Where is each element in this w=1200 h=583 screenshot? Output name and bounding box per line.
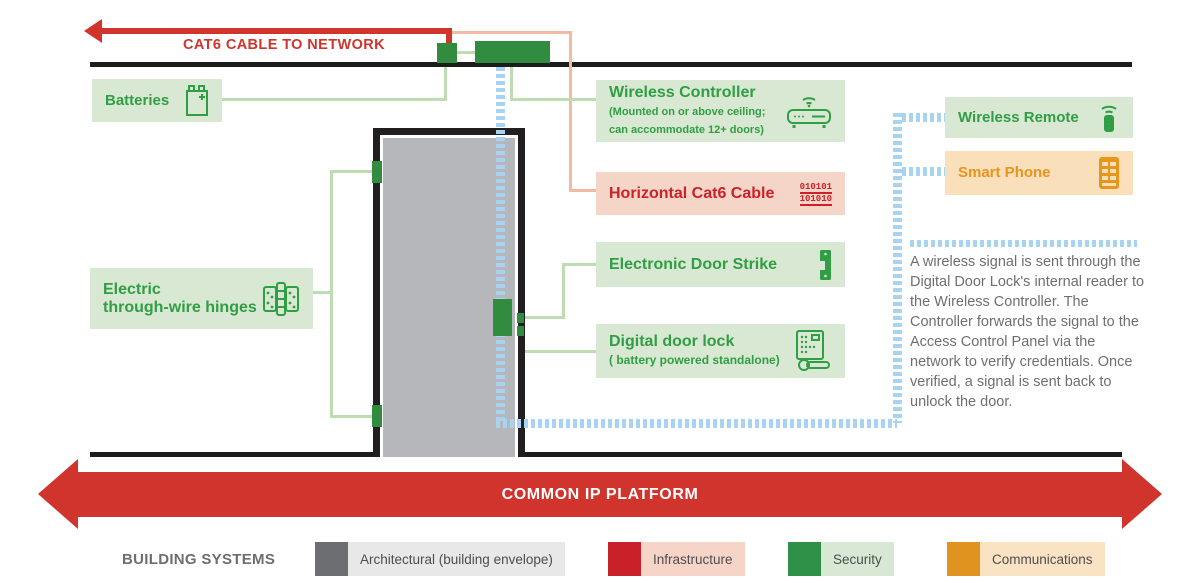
wire-battery-horizontal	[222, 98, 447, 101]
legend-swatch-architectural	[315, 542, 348, 576]
legend-label-security: Security	[833, 551, 882, 567]
legend-swatch-security	[788, 542, 821, 576]
wire-controller-horizontal	[510, 98, 596, 101]
smart-phone-box: Smart Phone	[945, 151, 1133, 195]
door-lock-label: Digital door lock	[609, 333, 735, 350]
legend-item-communications: Communications	[947, 542, 1105, 576]
platform-arrow-label: COMMON IP PLATFORM	[501, 485, 699, 503]
cat6-cable-box: Horizontal Cat6 Cable 010101 101010	[596, 172, 845, 215]
legend-label-infrastructure: Infrastructure	[653, 551, 733, 567]
door-lock-sublabel: ( battery powered standalone)	[609, 353, 780, 367]
wireless-controller-label: Wireless Controller	[609, 84, 756, 101]
door-strike-icon	[819, 249, 832, 281]
smart-phone-label: Smart Phone	[958, 164, 1051, 181]
batteries-label: Batteries	[105, 91, 170, 109]
legend-title: BUILDING SYSTEMS	[122, 551, 276, 568]
door-strike-label: Electronic Door Strike	[609, 255, 778, 273]
wire-hinge-top	[330, 170, 373, 173]
ceiling-line	[90, 62, 1132, 67]
signal-phone-stub	[902, 167, 945, 176]
note-divider	[910, 240, 1137, 247]
wireless-remote-icon	[1098, 102, 1120, 134]
wireless-controller-box: Wireless Controller (Mounted on or above…	[596, 80, 845, 142]
wire-battery-vertical	[444, 67, 447, 101]
legend-item-infrastructure: Infrastructure	[608, 542, 745, 576]
wireless-controller-device	[475, 41, 550, 63]
door-lock-hardware	[493, 299, 512, 336]
binary-code-icon: 010101 101010	[799, 181, 832, 206]
wire-strike-to-box	[562, 263, 596, 266]
wire-hinge-bottom	[330, 415, 373, 418]
cat6-arrow-label: CAT6 CABLE TO NETWORK	[183, 37, 385, 53]
wire-lock-to-box	[512, 350, 596, 353]
platform-arrowhead-right-icon	[1122, 459, 1162, 529]
wire-hinge-vertical	[330, 170, 333, 418]
door-lock-box: Digital door lock ( battery powered stan…	[596, 324, 845, 378]
legend-item-security: Security	[788, 542, 894, 576]
signal-door-vertical	[496, 67, 505, 423]
legend-label-architectural: Architectural (building envelope)	[360, 551, 553, 567]
cat6-cable-label: Horizontal Cat6 Cable	[609, 184, 775, 202]
cat6-arrowhead-icon	[84, 19, 102, 43]
wireless-controller-sublabel: (Mounted on or above ceiling; can accomm…	[609, 106, 766, 136]
hinges-label: Electric through-wire hinges	[103, 280, 257, 316]
hinges-box: Electric through-wire hinges	[90, 268, 313, 329]
hinge-bottom-hardware	[372, 405, 382, 427]
batteries-box: Batteries	[92, 79, 222, 122]
signal-right-vertical	[893, 113, 902, 423]
cat6-arrow-line	[100, 28, 452, 34]
platform-arrow: COMMON IP PLATFORM	[75, 472, 1125, 517]
cat6-trace-top	[452, 31, 572, 34]
platform-arrowhead-left-icon	[38, 459, 78, 529]
wire-strike-from-door	[524, 316, 565, 319]
legend-swatch-communications	[947, 542, 980, 576]
door-panel	[383, 138, 515, 457]
smartphone-icon	[1098, 156, 1120, 190]
wire-strike-vertical	[562, 263, 565, 319]
wireless-signal-note: A wireless signal is sent through the Di…	[910, 254, 1145, 410]
wireless-controller-icon	[786, 92, 832, 130]
hinge-top-hardware	[372, 161, 382, 183]
floor-line	[90, 452, 1122, 457]
wireless-remote-label: Wireless Remote	[958, 108, 1079, 126]
legend-item-architectural: Architectural (building envelope)	[315, 542, 565, 576]
strike-plate-upper	[517, 313, 524, 323]
door-strike-box: Electronic Door Strike	[596, 242, 845, 287]
battery-icon	[185, 84, 209, 117]
digital-door-lock-icon	[794, 330, 832, 372]
wire-hinge-stub	[313, 291, 332, 294]
cat6-trace-stub	[569, 189, 596, 192]
legend-swatch-infrastructure	[608, 542, 641, 576]
signal-floor-run	[496, 419, 897, 428]
network-junction-box	[437, 43, 457, 63]
wire-junction-link	[457, 51, 475, 54]
hinge-icon	[262, 281, 300, 316]
wire-controller-vertical	[510, 67, 513, 101]
strike-plate-lower	[517, 326, 524, 336]
cat6-trace-vertical	[569, 31, 572, 192]
cat6-arrow-drop	[446, 28, 452, 45]
legend-label-communications: Communications	[992, 551, 1093, 567]
wireless-remote-box: Wireless Remote	[945, 97, 1133, 138]
signal-remote-stub	[902, 113, 945, 122]
